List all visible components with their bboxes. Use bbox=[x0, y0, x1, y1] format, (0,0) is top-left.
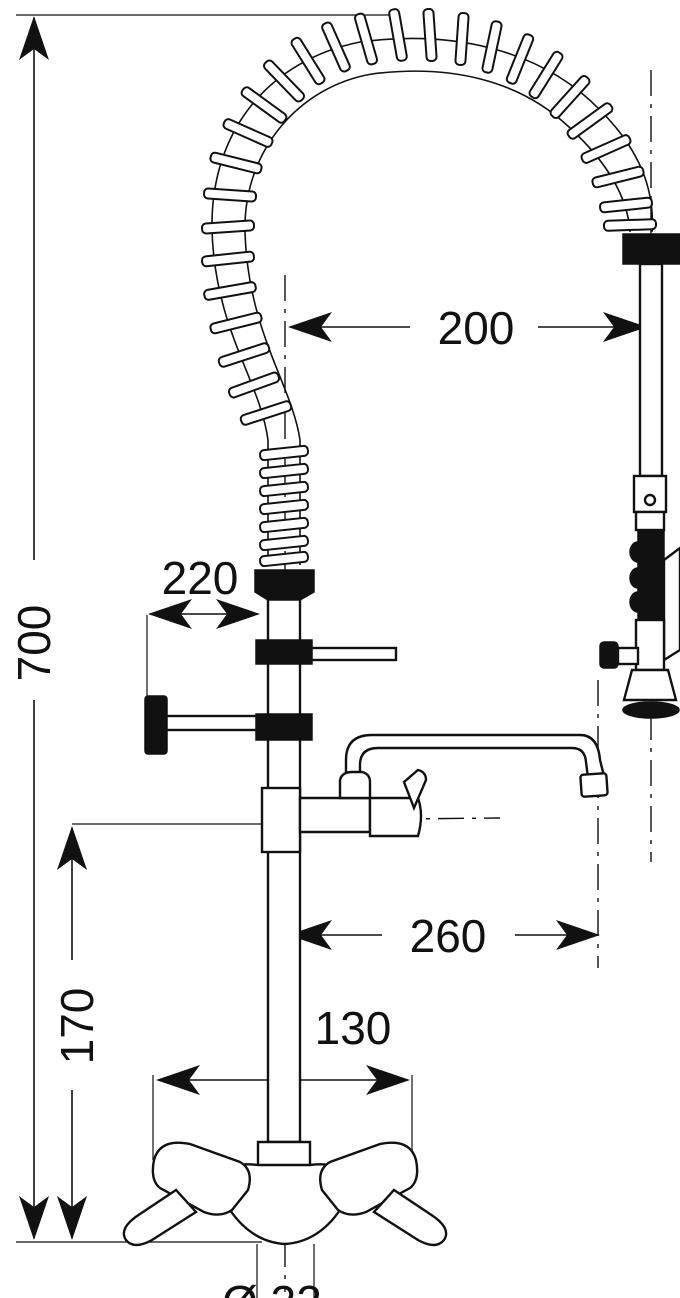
dimension-170-label: 170 bbox=[51, 988, 103, 1065]
dimension-130-label: 130 bbox=[315, 1002, 392, 1054]
spray-head bbox=[599, 233, 680, 719]
dimension-220 bbox=[146, 599, 260, 700]
upper-bracket bbox=[255, 639, 398, 665]
spring-hose bbox=[200, 7, 658, 568]
dimension-220-label: 220 bbox=[162, 552, 239, 604]
dimension-260-label: 260 bbox=[410, 910, 487, 962]
spout-tap bbox=[260, 733, 609, 854]
dimension-700-label: 700 bbox=[8, 605, 60, 682]
dimension-700 bbox=[16, 14, 395, 1243]
dimension-diameter bbox=[256, 1244, 315, 1298]
dimension-diameter-label: Ø 32 bbox=[222, 1276, 322, 1298]
base-mixer bbox=[122, 1140, 448, 1247]
dimension-200-label: 200 bbox=[438, 302, 515, 354]
column bbox=[254, 569, 315, 1144]
wall-bracket bbox=[144, 695, 313, 755]
